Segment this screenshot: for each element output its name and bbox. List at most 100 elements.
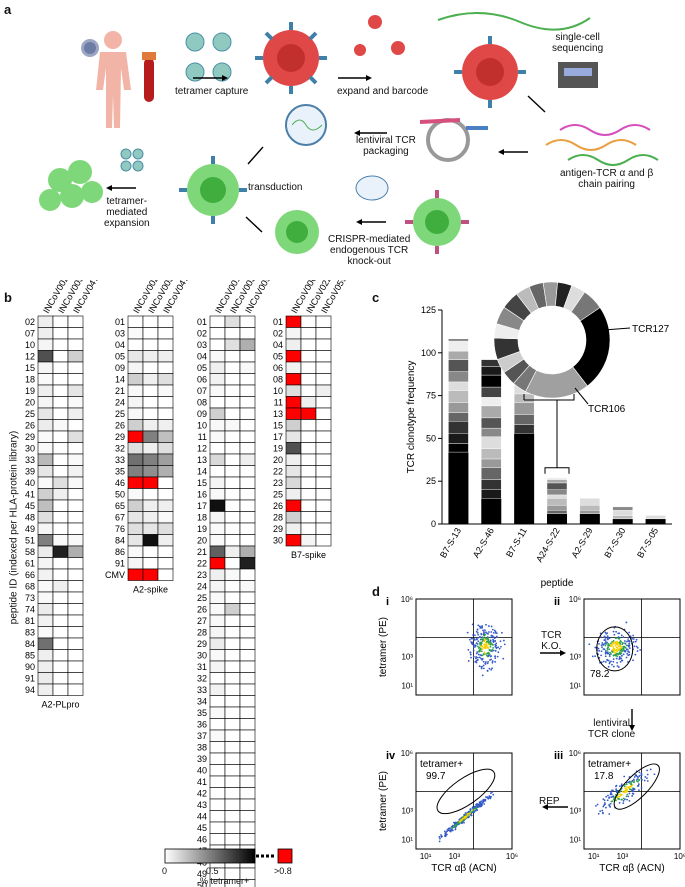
- flow-event: [485, 654, 488, 657]
- legend-mid: 0.5: [206, 866, 219, 876]
- flow-event: [482, 634, 485, 637]
- heatmap-cell: [37, 683, 54, 696]
- row-label: 03: [197, 340, 207, 350]
- flow-event: [487, 639, 490, 642]
- heatmap-cell: [239, 752, 256, 765]
- flow-event: [615, 630, 618, 633]
- flow-event: [480, 800, 483, 803]
- heatmap-cell: [142, 315, 159, 328]
- heatmap-cell: [239, 419, 256, 432]
- row-label: 49: [197, 869, 207, 879]
- flow-event: [602, 805, 605, 808]
- row-label: 09: [197, 409, 207, 419]
- flow-event: [632, 788, 634, 791]
- heatmap-cell: [52, 396, 69, 409]
- heatmap-cell: [209, 706, 226, 719]
- heatmap-cell: [52, 683, 69, 696]
- flow-event: [610, 642, 612, 645]
- flow-event: [613, 651, 616, 654]
- flow-event: [613, 654, 616, 657]
- y-tick-label: 50: [426, 433, 436, 443]
- row-label: 01: [197, 317, 207, 327]
- flow-event: [633, 788, 636, 791]
- row-label: 90: [25, 662, 35, 672]
- flow-event: [612, 665, 615, 668]
- flow-event: [631, 779, 634, 782]
- heatmap-cell: [300, 419, 317, 432]
- flow-event: [482, 664, 485, 667]
- heatmap-cell: [127, 396, 144, 409]
- heatmap-cell: [315, 315, 332, 328]
- heatmap-cell: [285, 338, 302, 351]
- heatmap-cell: [37, 603, 54, 616]
- heatmap-cell: [127, 545, 144, 558]
- flow-event: [479, 803, 482, 806]
- heatmap-cell: [239, 465, 256, 478]
- row-label: 76: [115, 524, 125, 534]
- flow-event: [625, 621, 628, 624]
- flow-event: [632, 641, 635, 643]
- flow-event: [594, 655, 597, 658]
- row-label: 73: [25, 593, 35, 603]
- bar-segment: [481, 374, 502, 388]
- flow-y-tick: 10³: [401, 807, 413, 816]
- flow-event: [603, 804, 606, 806]
- row-label: 15: [197, 478, 207, 488]
- flow-event: [472, 646, 475, 648]
- row-label: 41: [25, 490, 35, 500]
- row-label: 15: [25, 363, 35, 373]
- flow-event: [611, 643, 614, 646]
- heatmap-cell: [209, 775, 226, 788]
- flow-event: [618, 801, 621, 804]
- bar-segment: [513, 424, 535, 434]
- heatmap-cell: [285, 499, 302, 512]
- row-label: 26: [115, 421, 125, 431]
- heatmap-cell: [224, 833, 241, 846]
- heatmap-cell: [209, 350, 226, 363]
- heatmap-cell: [52, 568, 69, 581]
- bar-segment: [481, 479, 502, 490]
- flow-event: [603, 799, 606, 802]
- row-label: 44: [197, 812, 207, 822]
- flow-event: [478, 646, 481, 649]
- flow-event: [606, 641, 608, 644]
- flow-event: [484, 799, 487, 802]
- flow-event: [476, 643, 479, 645]
- heatmap-cell: [67, 338, 84, 351]
- flow-event: [441, 835, 443, 838]
- flow-event: [476, 651, 479, 654]
- heatmap-cell: [67, 672, 84, 685]
- heatmap-cell: [239, 614, 256, 627]
- flow-event: [615, 657, 618, 660]
- flow-event: [491, 660, 494, 663]
- heatmap-legend: [164, 848, 293, 864]
- bar-segment: [448, 412, 469, 422]
- flow-event: [615, 649, 618, 651]
- heatmap-cell: [37, 649, 54, 662]
- bracket: [544, 467, 570, 474]
- flow-y-tick: 10⁶: [401, 595, 413, 604]
- flow-event: [484, 629, 486, 632]
- heatmap-cell: [52, 660, 69, 673]
- flow-event: [639, 649, 642, 651]
- flow-event: [607, 645, 609, 647]
- flow-event: [470, 656, 472, 659]
- panel-a-letter: a: [4, 2, 12, 17]
- heatmap-cell: [239, 787, 256, 800]
- heatmap-cell: [142, 534, 159, 547]
- heatmap-cell: [67, 476, 84, 489]
- row-label: 04: [197, 352, 207, 362]
- row-label: 37: [197, 731, 207, 741]
- row-label: 10: [197, 421, 207, 431]
- heatmap-cell: [209, 810, 226, 823]
- flow-event: [463, 821, 465, 824]
- heatmap-cell: [224, 637, 241, 650]
- flow-y-tick: 10³: [569, 807, 581, 816]
- heatmap-cell: [224, 476, 241, 489]
- flow-event: [472, 649, 475, 652]
- flow-event: [631, 792, 634, 795]
- flow-event: [640, 786, 643, 789]
- row-label: 34: [197, 697, 207, 707]
- heatmap-cell: [300, 327, 317, 340]
- arrow-label-rep: REP: [539, 796, 560, 807]
